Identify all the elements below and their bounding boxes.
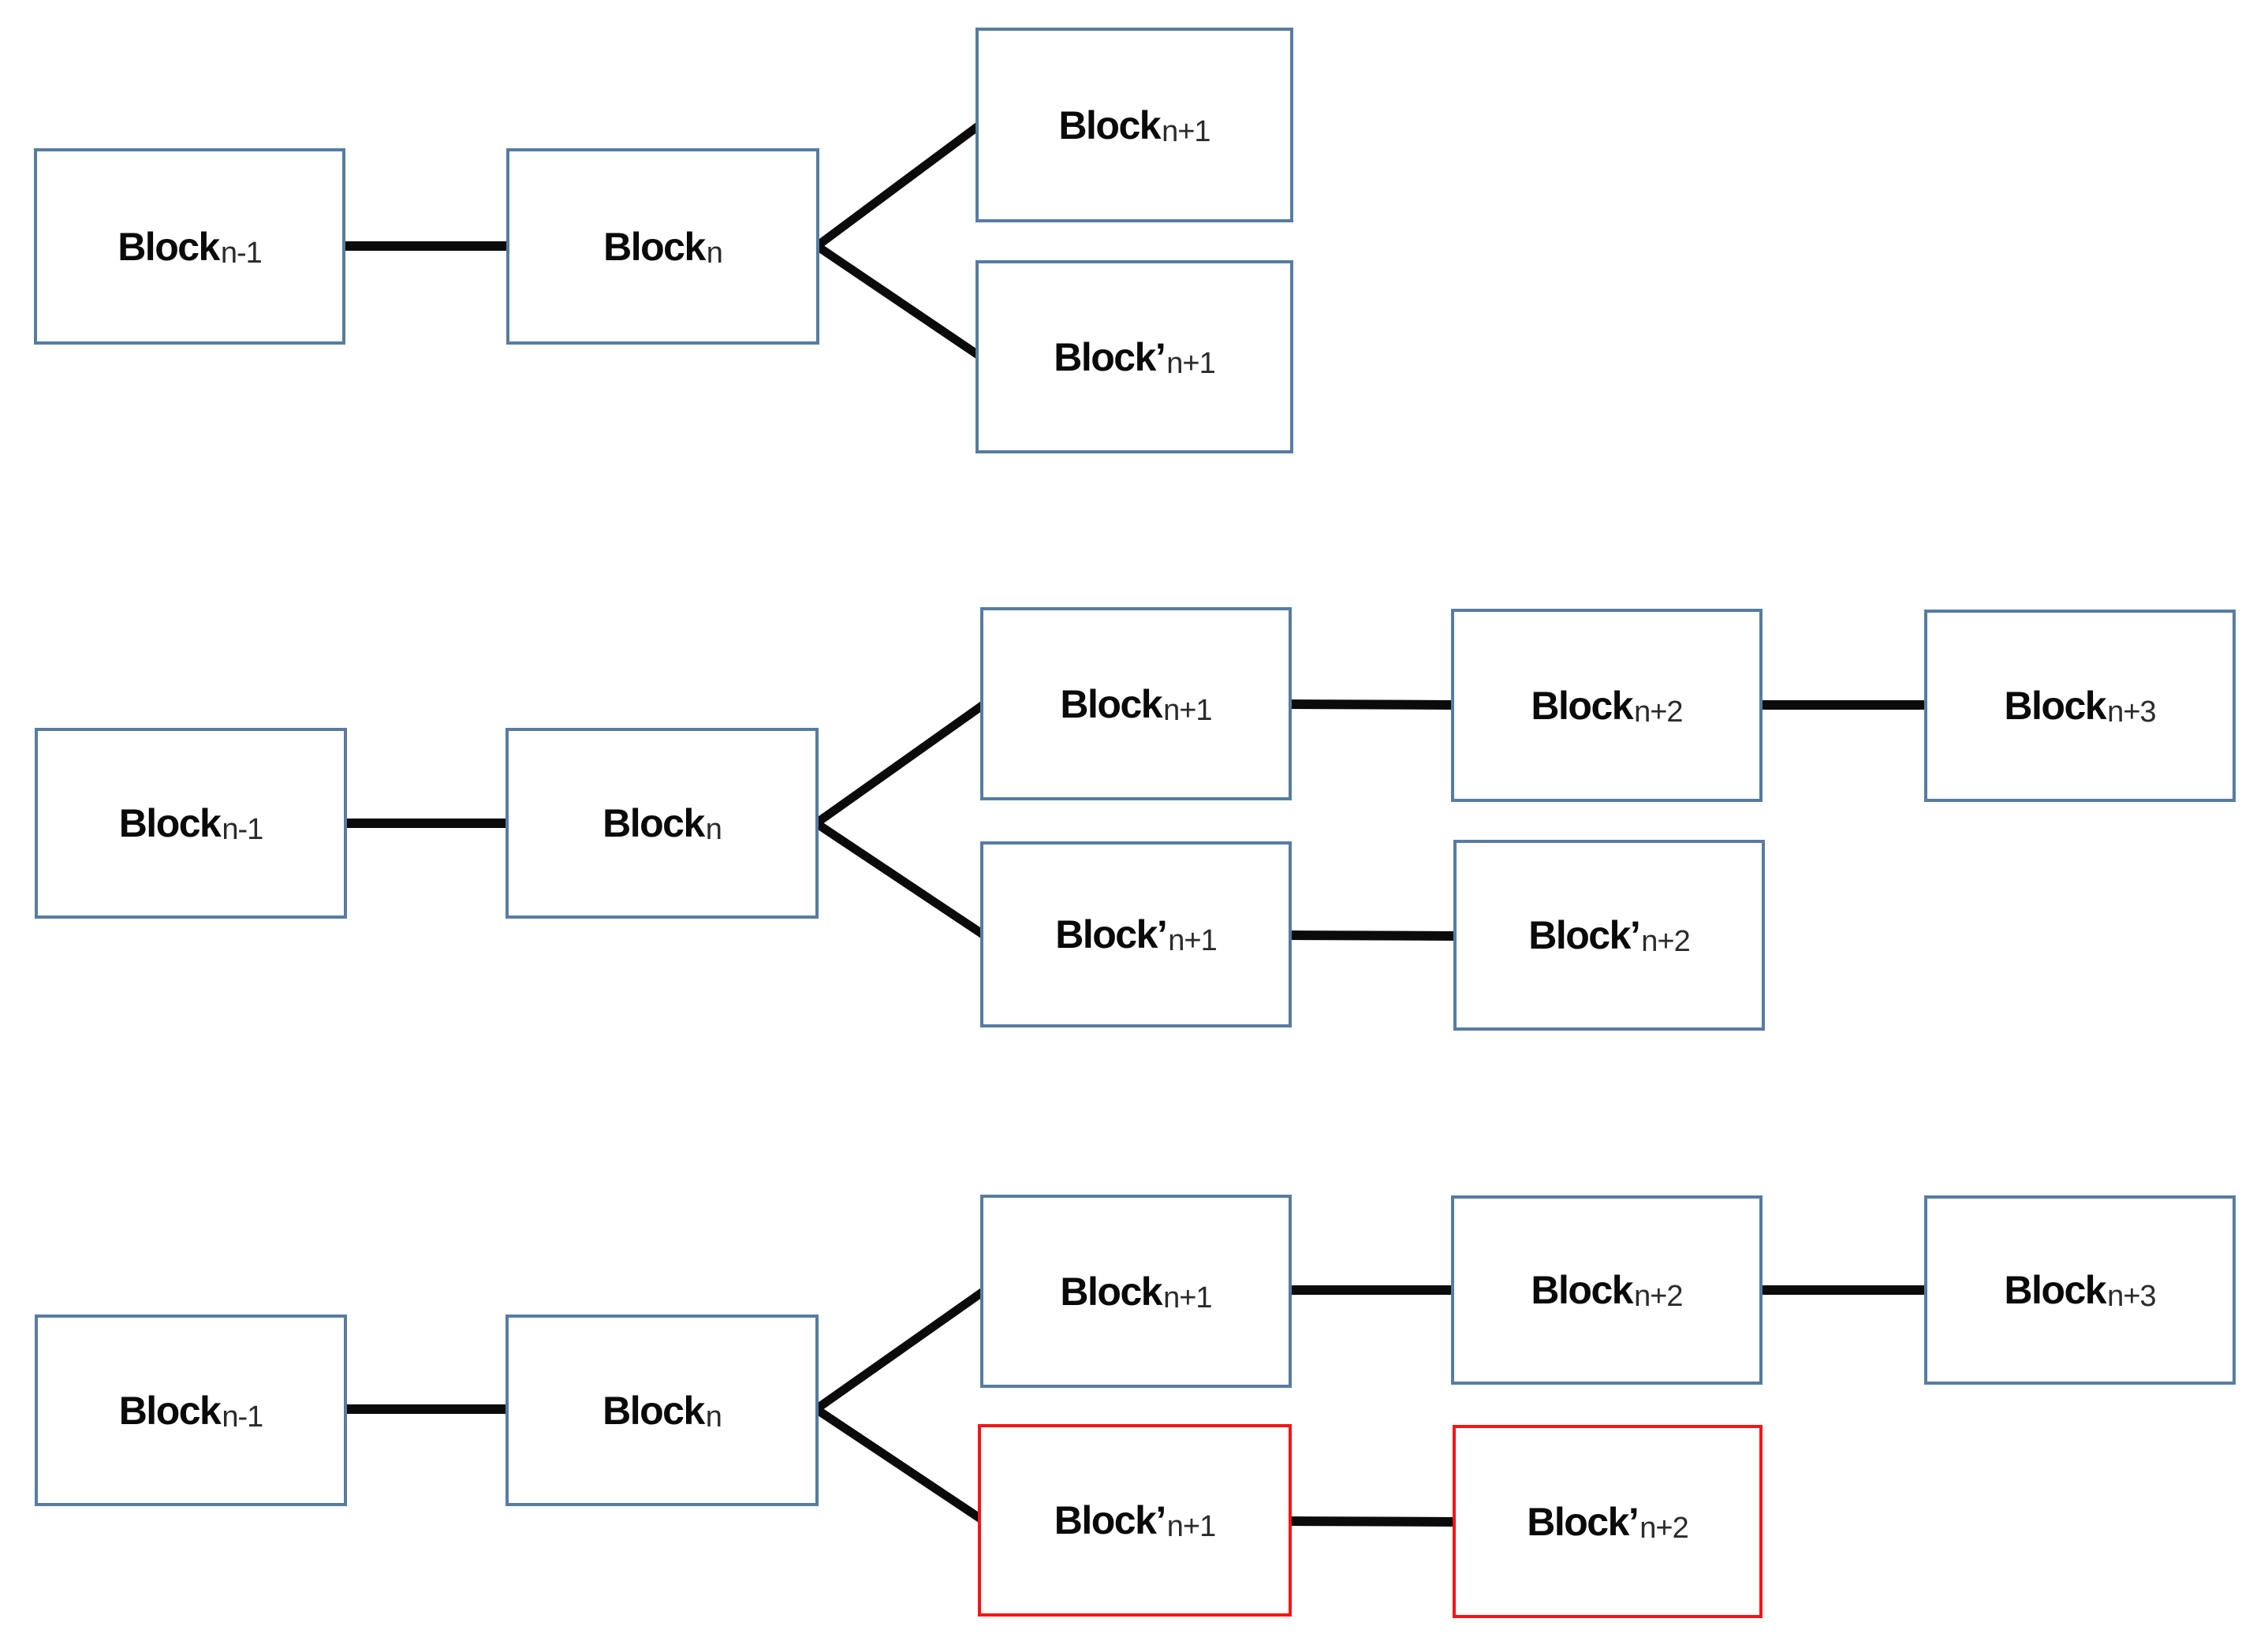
block-label-main: Block <box>1531 1268 1633 1312</box>
block-label-subscript: n <box>706 236 723 270</box>
row2-link-n1p-to-n2p <box>1288 930 1458 941</box>
block-label-main: Block <box>2004 1268 2106 1312</box>
block-label-subscript: n+2 <box>1639 1511 1688 1545</box>
block-label-subscript: n <box>705 813 722 846</box>
row3-fork-lower <box>813 1405 987 1525</box>
row2-link-n1-to-n2 <box>1288 699 1456 710</box>
block-label-main: Block’ <box>1527 1499 1639 1544</box>
row1-fork-upper <box>814 121 983 250</box>
block-label-subscript: n-1 <box>222 813 263 846</box>
row3-box-block-n1-prime: Block’n+1 <box>978 1424 1292 1617</box>
block-label-subscript: n+1 <box>1166 1510 1216 1543</box>
block-label-main: Block’ <box>1054 334 1166 379</box>
block-label-main: Block <box>602 1388 705 1433</box>
row2-box-block-n2-prime: Block’n+2 <box>1453 840 1765 1031</box>
block-label-main: Block <box>118 801 222 845</box>
block-label-main: Block’ <box>1055 912 1168 957</box>
row3-link-n1p-to-n2p <box>1288 1516 1457 1527</box>
row2-box-block-n1-prime: Block’n+1 <box>980 841 1292 1027</box>
block-label-main: Block’ <box>1528 913 1641 957</box>
block-label: Block’n+1 <box>1054 1497 1217 1543</box>
block-label-subscript: n+3 <box>2107 1280 2156 1313</box>
block-label-subscript: n+2 <box>1634 695 1683 729</box>
block-label-subscript: n+1 <box>1162 114 1210 148</box>
block-label-main: Block <box>118 224 220 269</box>
block-label-subscript: n+2 <box>1641 925 1690 958</box>
block-label-main: Block <box>1060 681 1162 726</box>
block-label-main: Block <box>1060 1269 1162 1314</box>
block-label-main: Block <box>118 1388 222 1433</box>
block-label-subscript: n-1 <box>220 236 263 270</box>
block-label-main: Block <box>1058 103 1161 147</box>
block-label-main: Block <box>1531 683 1633 728</box>
block-label-main: Block <box>2004 684 2106 728</box>
block-label-main: Block <box>603 224 706 269</box>
row1-fork-lower <box>814 242 983 360</box>
block-label-subscript: n+3 <box>2107 695 2156 729</box>
block-label-subscript: n+1 <box>1163 693 1212 727</box>
block-label-subscript: n+1 <box>1163 1281 1212 1315</box>
block-label-main: Block’ <box>1054 1498 1167 1542</box>
row3-fork-upper <box>813 1287 987 1413</box>
block-label-subscript: n+1 <box>1166 346 1215 380</box>
block-label-subscript: n+1 <box>1168 924 1217 957</box>
block-label-subscript: n <box>705 1400 722 1434</box>
block-label: Block’n+1 <box>1055 912 1218 957</box>
row2-fork-upper <box>813 700 987 827</box>
block-label: Block’n+1 <box>1054 334 1216 380</box>
block-label-subscript: n-1 <box>222 1400 263 1434</box>
block-label-subscript: n+2 <box>1634 1280 1683 1313</box>
row2-fork-lower <box>813 819 987 939</box>
block-label-main: Block <box>602 801 705 845</box>
block-label: Block’n+2 <box>1527 1499 1689 1545</box>
block-label: Block’n+2 <box>1528 912 1691 958</box>
row1-box-block-n1-prime: Block’n+1 <box>975 260 1293 453</box>
row3-box-block-n2-prime: Block’n+2 <box>1453 1425 1763 1618</box>
